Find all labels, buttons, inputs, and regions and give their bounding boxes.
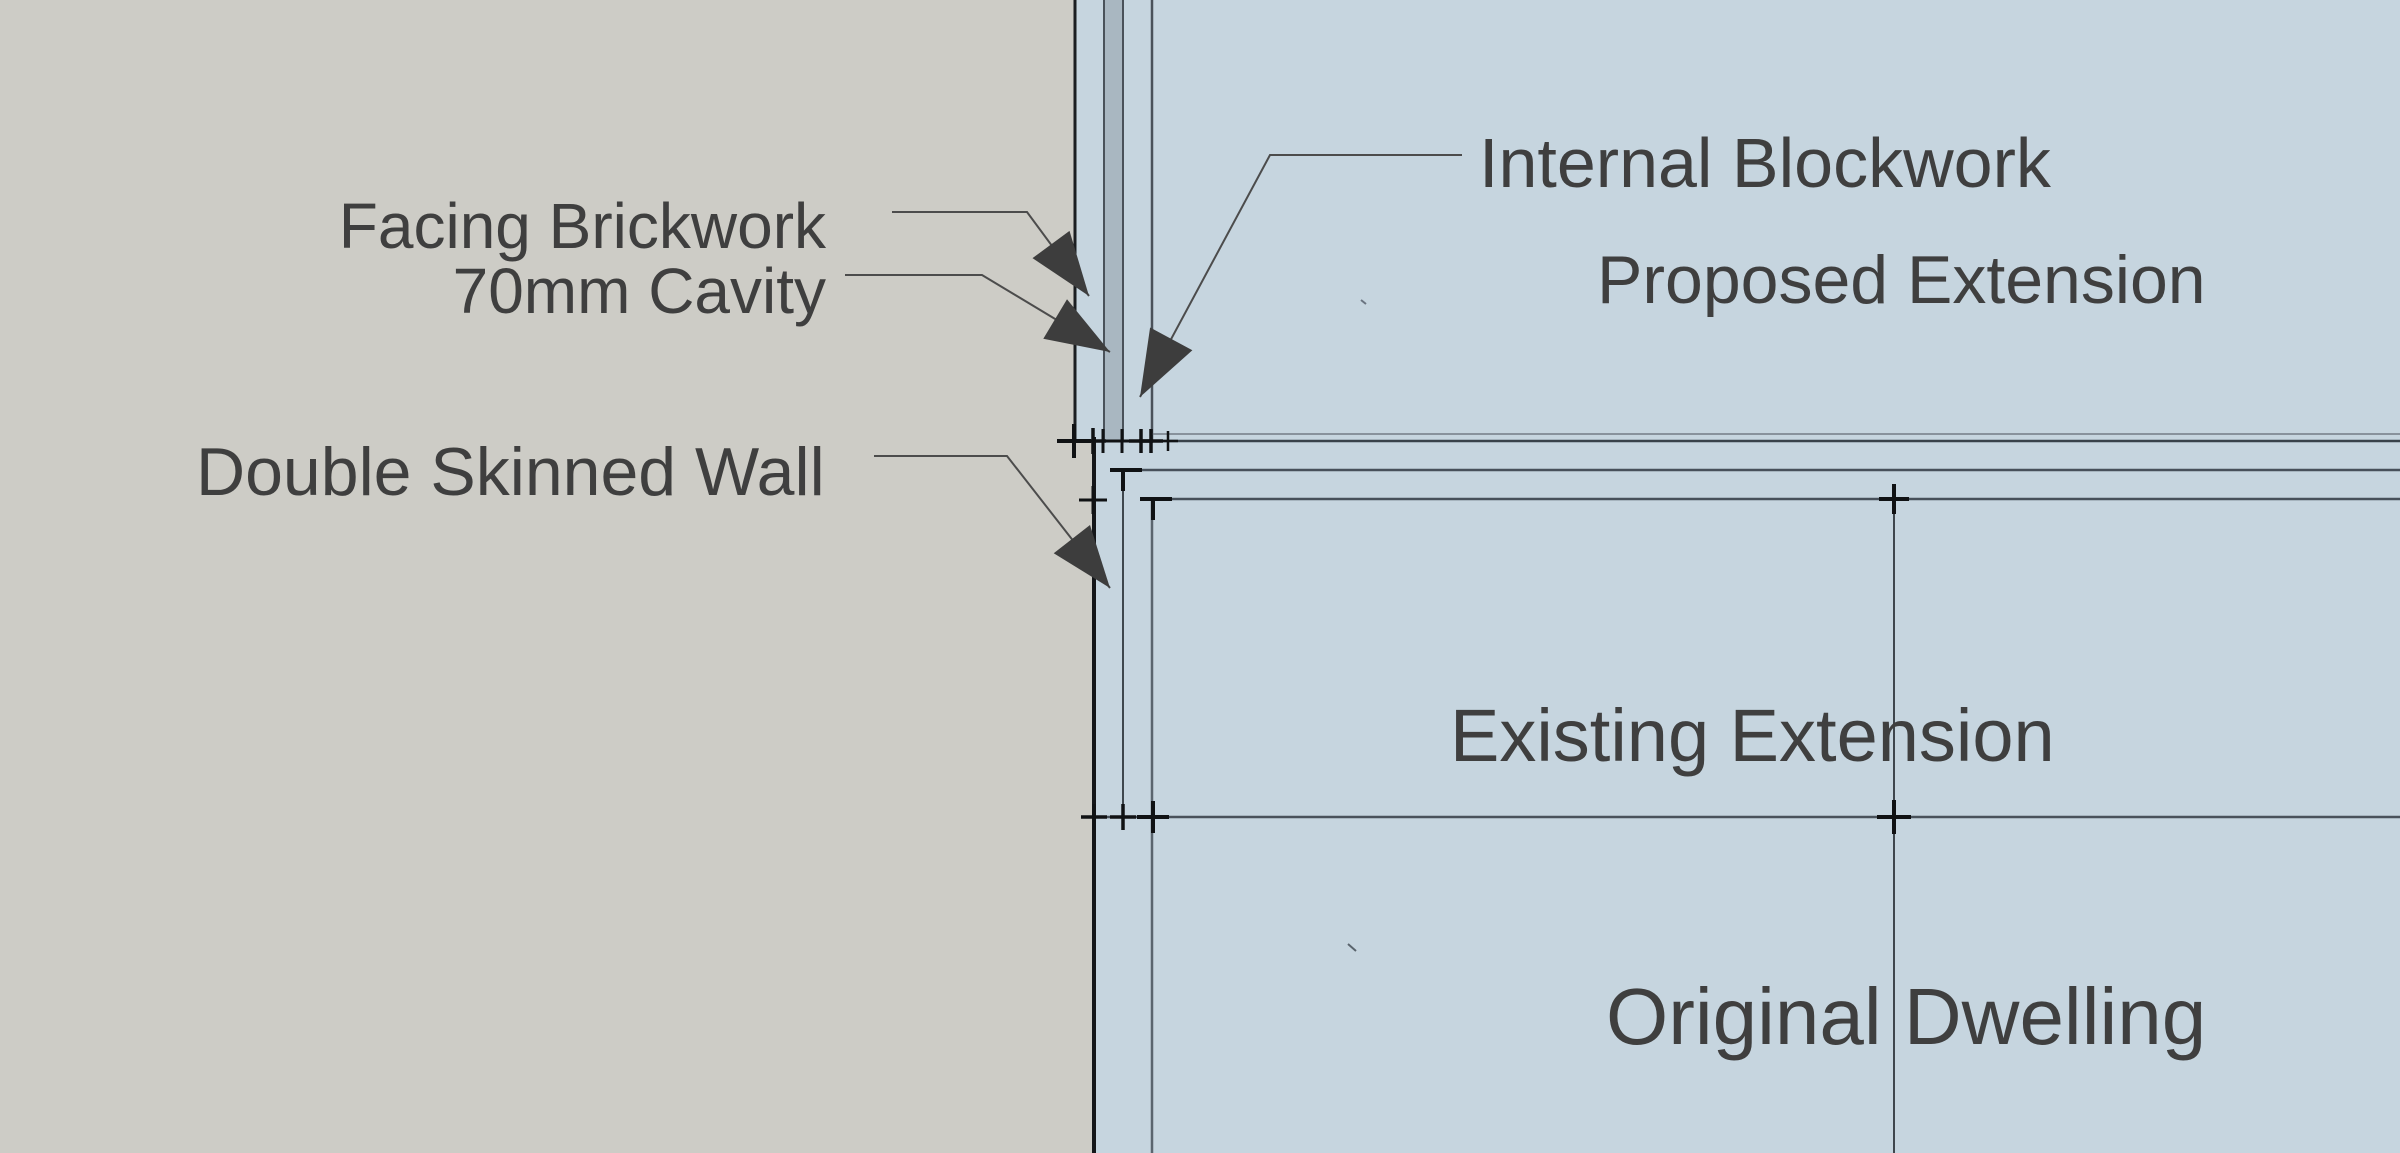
label-70mm-cavity: 70mm Cavity [453,255,826,327]
speck [1360,299,1367,305]
label-original-dwelling: Original Dwelling [1606,972,2206,1061]
arrowhead-double-skinned-wall [1053,524,1110,588]
arrowhead-internal-blockwork [1140,327,1193,397]
leader-internal-blockwork [1139,154,1462,398]
label-facing-brickwork: Facing Brickwork [339,190,827,262]
exterior-lower [0,439,1093,1153]
label-proposed-extension: Proposed Extension [1597,242,2206,318]
arrowhead-cavity [1043,299,1110,352]
arrowhead-facing-brickwork [1032,230,1089,296]
label-double-skinned-wall: Double Skinned Wall [196,434,825,510]
label-internal-blockwork: Internal Blockwork [1479,124,2052,202]
speck [1347,943,1357,952]
label-existing-extension: Existing Extension [1450,694,2055,777]
cavity-fill [1105,0,1122,441]
exterior-upper [0,0,1075,442]
plan-labels: Facing Brickwork 70mm Cavity Double Skin… [196,124,2206,1061]
